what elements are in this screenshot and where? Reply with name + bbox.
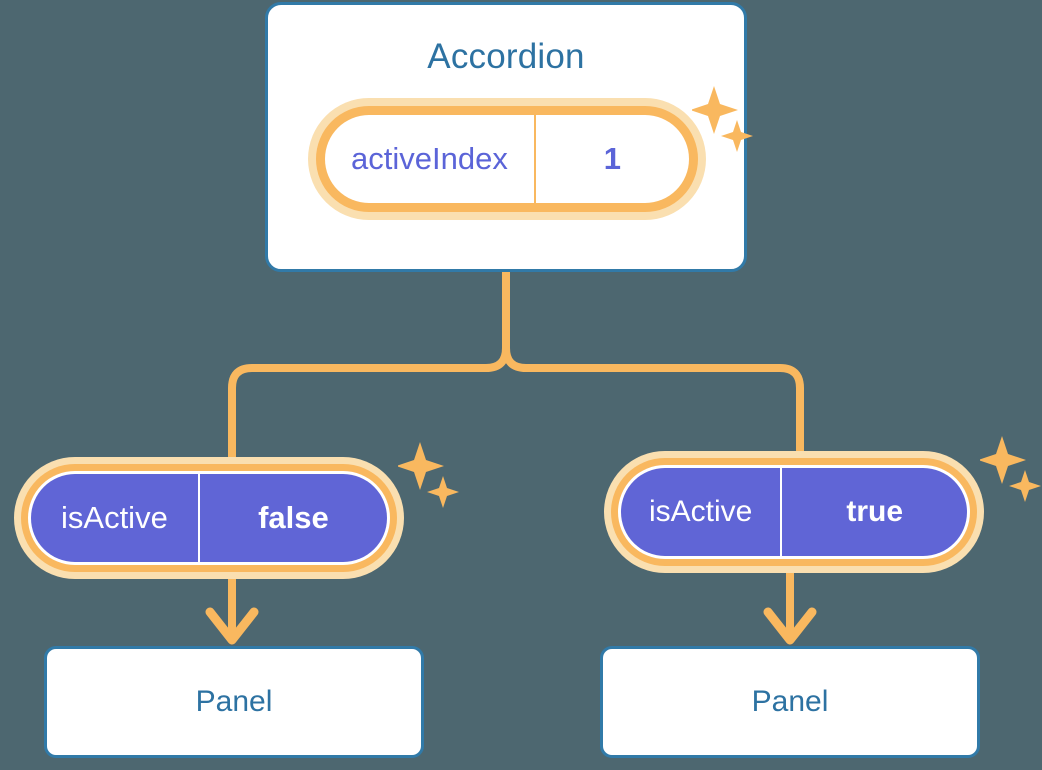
pill-body: isActive true (621, 468, 967, 556)
pill-key-label: isActive (61, 500, 168, 535)
sparkle-four-point-icon (980, 436, 1026, 484)
pill-divider (533, 115, 536, 203)
sparkle-group-right (980, 436, 1041, 502)
panel-title-right: Panel (751, 685, 829, 718)
panel-card-left[interactable]: Panel (44, 646, 424, 758)
connector-branch-right (502, 344, 804, 460)
page-title: Accordion (427, 37, 585, 76)
sparkle-four-point-small-icon (427, 476, 459, 508)
panel-card-right[interactable]: Panel (600, 646, 980, 758)
pill-value-label: false (258, 500, 329, 535)
pill-value-label: true (846, 495, 904, 528)
pill-key-label: isActive (649, 495, 753, 528)
pill-key-label: activeIndex (351, 141, 508, 176)
sparkle-four-point-small-icon (1009, 470, 1041, 502)
prop-pill-activeindex[interactable]: activeIndex 1 (308, 98, 706, 220)
pill-value-label: 1 (603, 141, 622, 176)
prop-pill-isactive-true[interactable]: isActive true (604, 451, 984, 573)
sparkle-four-point-icon (398, 442, 444, 490)
arrow-down-icon-right (763, 607, 817, 645)
pill-divider (197, 474, 200, 562)
panel-title-left: Panel (195, 685, 273, 718)
pill-body: activeIndex 1 (325, 115, 689, 203)
pill-body: isActive false (31, 474, 387, 562)
pill-divider (780, 468, 783, 556)
connector-branch-left (228, 344, 510, 466)
arrow-down-icon-left (205, 607, 259, 645)
sparkle-group-left (398, 442, 459, 508)
prop-pill-isactive-false[interactable]: isActive false (14, 457, 404, 579)
